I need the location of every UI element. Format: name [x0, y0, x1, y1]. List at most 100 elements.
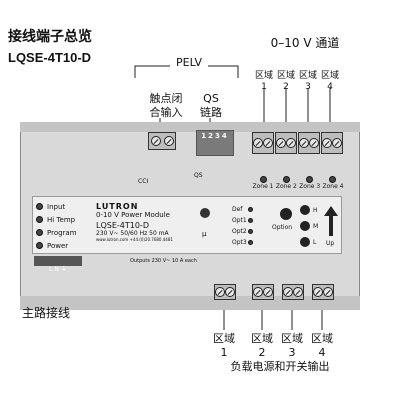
high-button[interactable]: [300, 205, 310, 215]
zone1-screw-b[interactable]: [263, 138, 273, 148]
product-name: 0-10 V Power Module: [96, 211, 170, 219]
power-led: [36, 242, 43, 249]
contact-closure-label: 触点闭 合输入: [149, 92, 183, 119]
cci-terminal-block[interactable]: [148, 132, 176, 150]
zone2-screw-b[interactable]: [286, 138, 296, 148]
top-rail: [20, 122, 360, 132]
zone1-led: [259, 176, 267, 183]
low-button[interactable]: [300, 237, 310, 247]
top-zone-word-2: 区域: [276, 71, 295, 81]
certification-icon: [200, 208, 210, 218]
option-button[interactable]: [280, 208, 292, 220]
zone4-screw-b[interactable]: [332, 138, 342, 148]
bottom-zone-num-1: 1: [220, 346, 228, 359]
bottom-zone-num-2: 2: [258, 346, 266, 359]
input-led-label: Input: [47, 202, 66, 211]
out3-screw-b[interactable]: [293, 287, 303, 297]
pelv-label: PELV: [175, 56, 203, 69]
status-hi-temp: Hi Temp: [36, 213, 92, 226]
medium-button[interactable]: [300, 221, 310, 231]
high-row: H: [300, 202, 322, 218]
bottom-zone-num-3: 3: [288, 346, 296, 359]
product-info: LUTRON 0-10 V Power Module LQSE-4T10-D 2…: [96, 202, 196, 242]
def-label: Def: [232, 206, 243, 213]
program-led-label: Program: [47, 228, 77, 237]
model-number: LQSE-4T10-D: [8, 50, 92, 65]
zone3-screw-a[interactable]: [299, 138, 309, 148]
opt2-led: [248, 229, 253, 234]
out2-screw-b[interactable]: [263, 287, 273, 297]
zone3-led: [306, 176, 314, 183]
opt3-label: Opt3: [232, 239, 247, 246]
mains-wiring-label: 主路接线: [22, 306, 71, 320]
option-button-label: Option: [272, 224, 293, 231]
opt1-led: [248, 218, 253, 223]
medium-label: M: [313, 222, 319, 230]
opt3-led: [248, 240, 253, 245]
option-leds: Def Opt1 Opt2 Opt3: [232, 204, 268, 248]
mu-symbol: μ: [202, 230, 207, 238]
cci-screw-1[interactable]: [150, 136, 161, 146]
top-zone-num-3: 3: [305, 82, 311, 92]
def-row: Def: [232, 204, 268, 215]
status-input: Input: [36, 200, 92, 213]
mains-terminal-labels: L N ⏚: [49, 266, 67, 273]
program-led: [36, 229, 43, 236]
qs-pin-numbers: 1234: [201, 132, 229, 140]
top-zone-word-3: 区域: [298, 71, 317, 81]
zone4-output-terminal[interactable]: [312, 284, 334, 300]
zone1-led-group: Zone 1: [252, 176, 274, 196]
bottom-zone-word-2: 区域: [251, 332, 273, 345]
zone4-control-terminal[interactable]: [321, 132, 343, 154]
qs-terminal-block[interactable]: [196, 130, 234, 156]
out1-screw-b[interactable]: [225, 287, 235, 297]
channels-label: 0–10 V 通道: [270, 36, 340, 50]
hi-temp-led: [36, 216, 43, 223]
out3-screw-a[interactable]: [283, 287, 293, 297]
opt2-label: Opt2: [232, 228, 247, 235]
zone2-output-terminal[interactable]: [252, 284, 274, 300]
zone1-output-terminal[interactable]: [214, 284, 236, 300]
zone1-control-terminal[interactable]: [252, 132, 274, 154]
zone2-control-terminal[interactable]: [275, 132, 297, 154]
zone3-output-terminal[interactable]: [282, 284, 304, 300]
out1-screw-a[interactable]: [215, 287, 225, 297]
device-model: LQSE-4T10-D: [96, 221, 149, 230]
up-arrow-icon[interactable]: [324, 206, 338, 236]
power-led-label: Power: [47, 241, 69, 250]
opt3-row: Opt3: [232, 237, 268, 248]
up-label: Up: [326, 240, 335, 247]
bottom-rail: [20, 296, 360, 310]
zone4-led-label: Zone 4: [322, 183, 344, 190]
zone-led-row: Zone 1 Zone 2 Zone 3 Zone 4: [252, 176, 344, 196]
cci-screw-2[interactable]: [163, 136, 174, 146]
zone3-control-terminal[interactable]: [298, 132, 320, 154]
qs-link-label: QS 链路: [200, 92, 222, 119]
zone4-led-group: Zone 4: [322, 176, 344, 196]
zone4-led: [329, 176, 337, 183]
zone3-screw-b[interactable]: [309, 138, 319, 148]
page-title: 接线端子总览: [8, 29, 92, 45]
status-program: Program: [36, 226, 92, 239]
zone2-led-group: Zone 2: [275, 176, 297, 196]
out4-screw-a[interactable]: [313, 287, 323, 297]
front-panel: [32, 196, 342, 254]
top-zone-word-4: 区域: [320, 71, 339, 81]
top-zone-num-1: 1: [261, 82, 267, 92]
zone4-screw-a[interactable]: [322, 138, 332, 148]
cci-label: CCI: [138, 178, 149, 185]
zone2-screw-a[interactable]: [276, 138, 286, 148]
out4-screw-b[interactable]: [323, 287, 333, 297]
brand-logo: LUTRON: [96, 202, 139, 211]
out2-screw-a[interactable]: [253, 287, 263, 297]
high-label: H: [313, 206, 318, 214]
zone2-led-label: Zone 2: [275, 183, 297, 190]
outputs-rating: Outputs 230 V~ 10 A each: [130, 258, 197, 264]
zone1-screw-a[interactable]: [253, 138, 263, 148]
zone2-led: [282, 176, 290, 183]
bottom-zone-word-1: 区域: [213, 332, 235, 345]
bottom-zone-num-4: 4: [318, 346, 326, 359]
medium-row: M: [300, 218, 322, 234]
hi-temp-led-label: Hi Temp: [47, 215, 76, 224]
opt2-row: Opt2: [232, 226, 268, 237]
